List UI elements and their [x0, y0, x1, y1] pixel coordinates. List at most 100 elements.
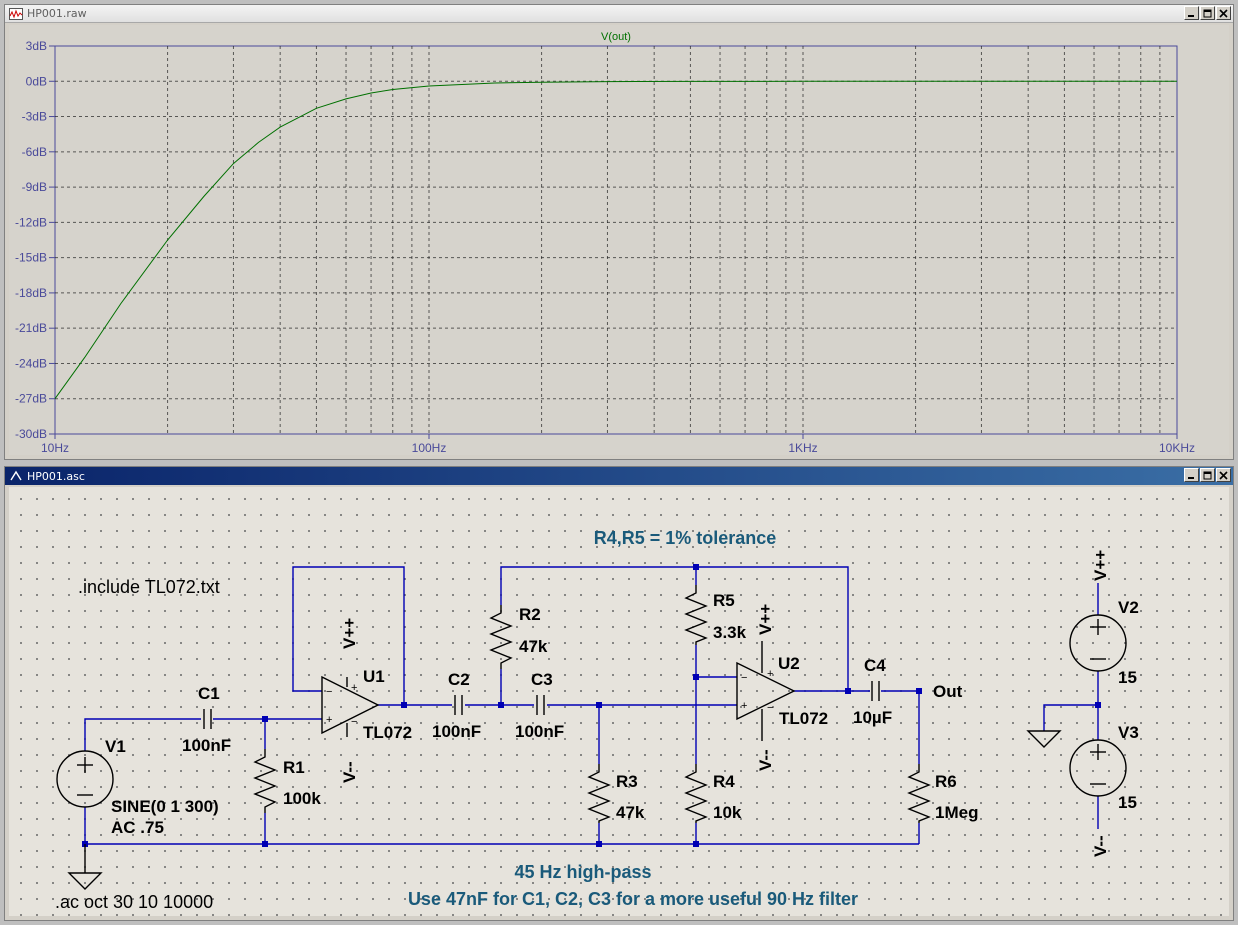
r4-name[interactable]: R4	[713, 772, 735, 791]
r3-value[interactable]: 47k	[616, 803, 645, 822]
c2-name[interactable]: C2	[448, 670, 470, 689]
r3-name[interactable]: R3	[616, 772, 638, 791]
r1-value[interactable]: 100k	[283, 789, 321, 808]
v2-name[interactable]: V2	[1118, 598, 1139, 617]
u2-vminus-marker: −	[767, 702, 773, 714]
r4-resistor[interactable]	[684, 764, 708, 823]
restore-button[interactable]	[1200, 468, 1215, 482]
suggestion-note[interactable]: Use 47nF for C1, C2, C3 for a more usefu…	[408, 889, 858, 909]
v3-name[interactable]: V3	[1118, 723, 1139, 742]
restore-button[interactable]	[1200, 6, 1215, 20]
junction-dot	[401, 702, 407, 708]
y-tick-label: -15dB	[15, 251, 47, 265]
junction-dot	[262, 841, 268, 847]
trace-label[interactable]: V(out)	[601, 31, 631, 43]
schematic-window-titlebar[interactable]: HP001.asc	[5, 467, 1233, 485]
u2-vplus-marker: +	[767, 668, 773, 680]
r1-resistor[interactable]	[253, 749, 277, 813]
u2-value[interactable]: TL072	[779, 709, 828, 728]
wire[interactable]	[1043, 704, 1098, 731]
x-tick-label: 10Hz	[41, 441, 69, 455]
u1-vminus-marker: −	[351, 716, 357, 728]
u1-value[interactable]: TL072	[363, 723, 412, 742]
c2-value[interactable]: 100nF	[432, 722, 481, 741]
close-button[interactable]	[1216, 468, 1231, 482]
plot-window-titlebar[interactable]: HP001.raw	[5, 5, 1233, 23]
ac-directive[interactable]: .ac oct 30 10 10000	[55, 892, 213, 912]
r3-resistor[interactable]	[587, 764, 611, 823]
opamp-pin-markers: − + + − − + + −	[326, 668, 773, 728]
filter-note[interactable]: 45 Hz high-pass	[514, 862, 651, 882]
schematic-drawing: − + + − − + + − .include TL072.txt .ac o…	[55, 528, 1139, 912]
u1-vpp-label[interactable]: V++	[340, 618, 359, 649]
r6-value[interactable]: 1Meg	[935, 803, 978, 822]
junction-dot	[916, 688, 922, 694]
plot-tick-labels: 3dB0dB-3dB-6dB-9dB-12dB-15dB-18dB-21dB-2…	[15, 39, 1195, 455]
r5-value[interactable]: 3.3k	[713, 623, 747, 642]
c2-capacitor[interactable]	[454, 695, 463, 715]
plot-window-title: HP001.raw	[27, 7, 87, 20]
bode-plot: 3dB0dB-3dB-6dB-9dB-12dB-15dB-18dB-21dB-2…	[15, 31, 1195, 455]
r6-resistor[interactable]	[907, 764, 931, 823]
r5-resistor[interactable]	[684, 585, 708, 645]
u1-inverting-marker: −	[326, 686, 332, 698]
c4-name[interactable]: C4	[864, 656, 886, 675]
minimize-button[interactable]	[1184, 468, 1199, 482]
u2-vpp-label[interactable]: V++	[756, 604, 775, 635]
v1-value[interactable]: SINE(0 1 300)	[111, 797, 219, 816]
c1-capacitor[interactable]	[203, 709, 212, 729]
u2-opamp[interactable]	[736, 641, 796, 741]
c3-name[interactable]: C3	[531, 670, 553, 689]
x-tick-label: 10KHz	[1159, 441, 1195, 455]
y-tick-label: -24dB	[15, 356, 47, 370]
v1-name[interactable]: V1	[105, 737, 126, 756]
x-tick-label: 1KHz	[788, 441, 817, 455]
r6-name[interactable]: R6	[935, 772, 957, 791]
c4-value[interactable]: 10µF	[853, 708, 892, 727]
restore-icon	[1203, 471, 1212, 480]
c4-capacitor[interactable]	[871, 681, 880, 701]
y-tick-label: 3dB	[26, 39, 47, 53]
v3-value[interactable]: 15	[1118, 793, 1137, 812]
r5-name[interactable]: R5	[713, 591, 735, 610]
r1-name[interactable]: R1	[283, 758, 305, 777]
c1-name[interactable]: C1	[198, 684, 220, 703]
schematic-window[interactable]: HP001.asc	[4, 466, 1234, 921]
ground-icon	[67, 872, 103, 890]
r2-value[interactable]: 47k	[519, 637, 548, 656]
y-tick-label: -3dB	[22, 110, 47, 124]
v2-value[interactable]: 15	[1118, 668, 1137, 687]
v3-voltage-source[interactable]	[1069, 739, 1127, 797]
v2-vpp-label[interactable]: V++	[1091, 550, 1110, 581]
u1-opamp[interactable]	[321, 675, 380, 737]
u2-name[interactable]: U2	[778, 654, 800, 673]
c3-capacitor[interactable]	[536, 695, 545, 715]
u1-name[interactable]: U1	[363, 667, 385, 686]
wire[interactable]	[500, 566, 849, 691]
v2-voltage-source[interactable]	[1069, 614, 1127, 672]
wire[interactable]	[292, 566, 405, 705]
v1-ac[interactable]: AC .75	[111, 818, 164, 837]
junction-dot	[262, 716, 268, 722]
v1-voltage-source[interactable]	[56, 750, 114, 808]
y-tick-label: -6dB	[22, 145, 47, 159]
schematic-canvas[interactable]: − + + − − + + − .include TL072.txt .ac o…	[9, 487, 1229, 916]
u2-vmm-label[interactable]: V--	[756, 749, 775, 771]
close-button[interactable]	[1216, 6, 1231, 20]
r2-resistor[interactable]	[489, 605, 513, 669]
wire[interactable]	[84, 718, 201, 751]
minimize-button[interactable]	[1184, 6, 1199, 20]
c3-value[interactable]: 100nF	[515, 722, 564, 741]
r2-name[interactable]: R2	[519, 605, 541, 624]
out-net-label[interactable]: Out	[933, 682, 963, 701]
tolerance-note[interactable]: R4,R5 = 1% tolerance	[594, 528, 777, 548]
u1-vmm-label[interactable]: V--	[340, 761, 359, 783]
c1-value[interactable]: 100nF	[182, 736, 231, 755]
u1-vplus-marker: +	[351, 682, 357, 694]
y-tick-label: -12dB	[15, 215, 47, 229]
r4-value[interactable]: 10k	[713, 803, 742, 822]
v3-vmm-label[interactable]: V--	[1091, 835, 1110, 857]
include-directive[interactable]: .include TL072.txt	[78, 577, 220, 597]
